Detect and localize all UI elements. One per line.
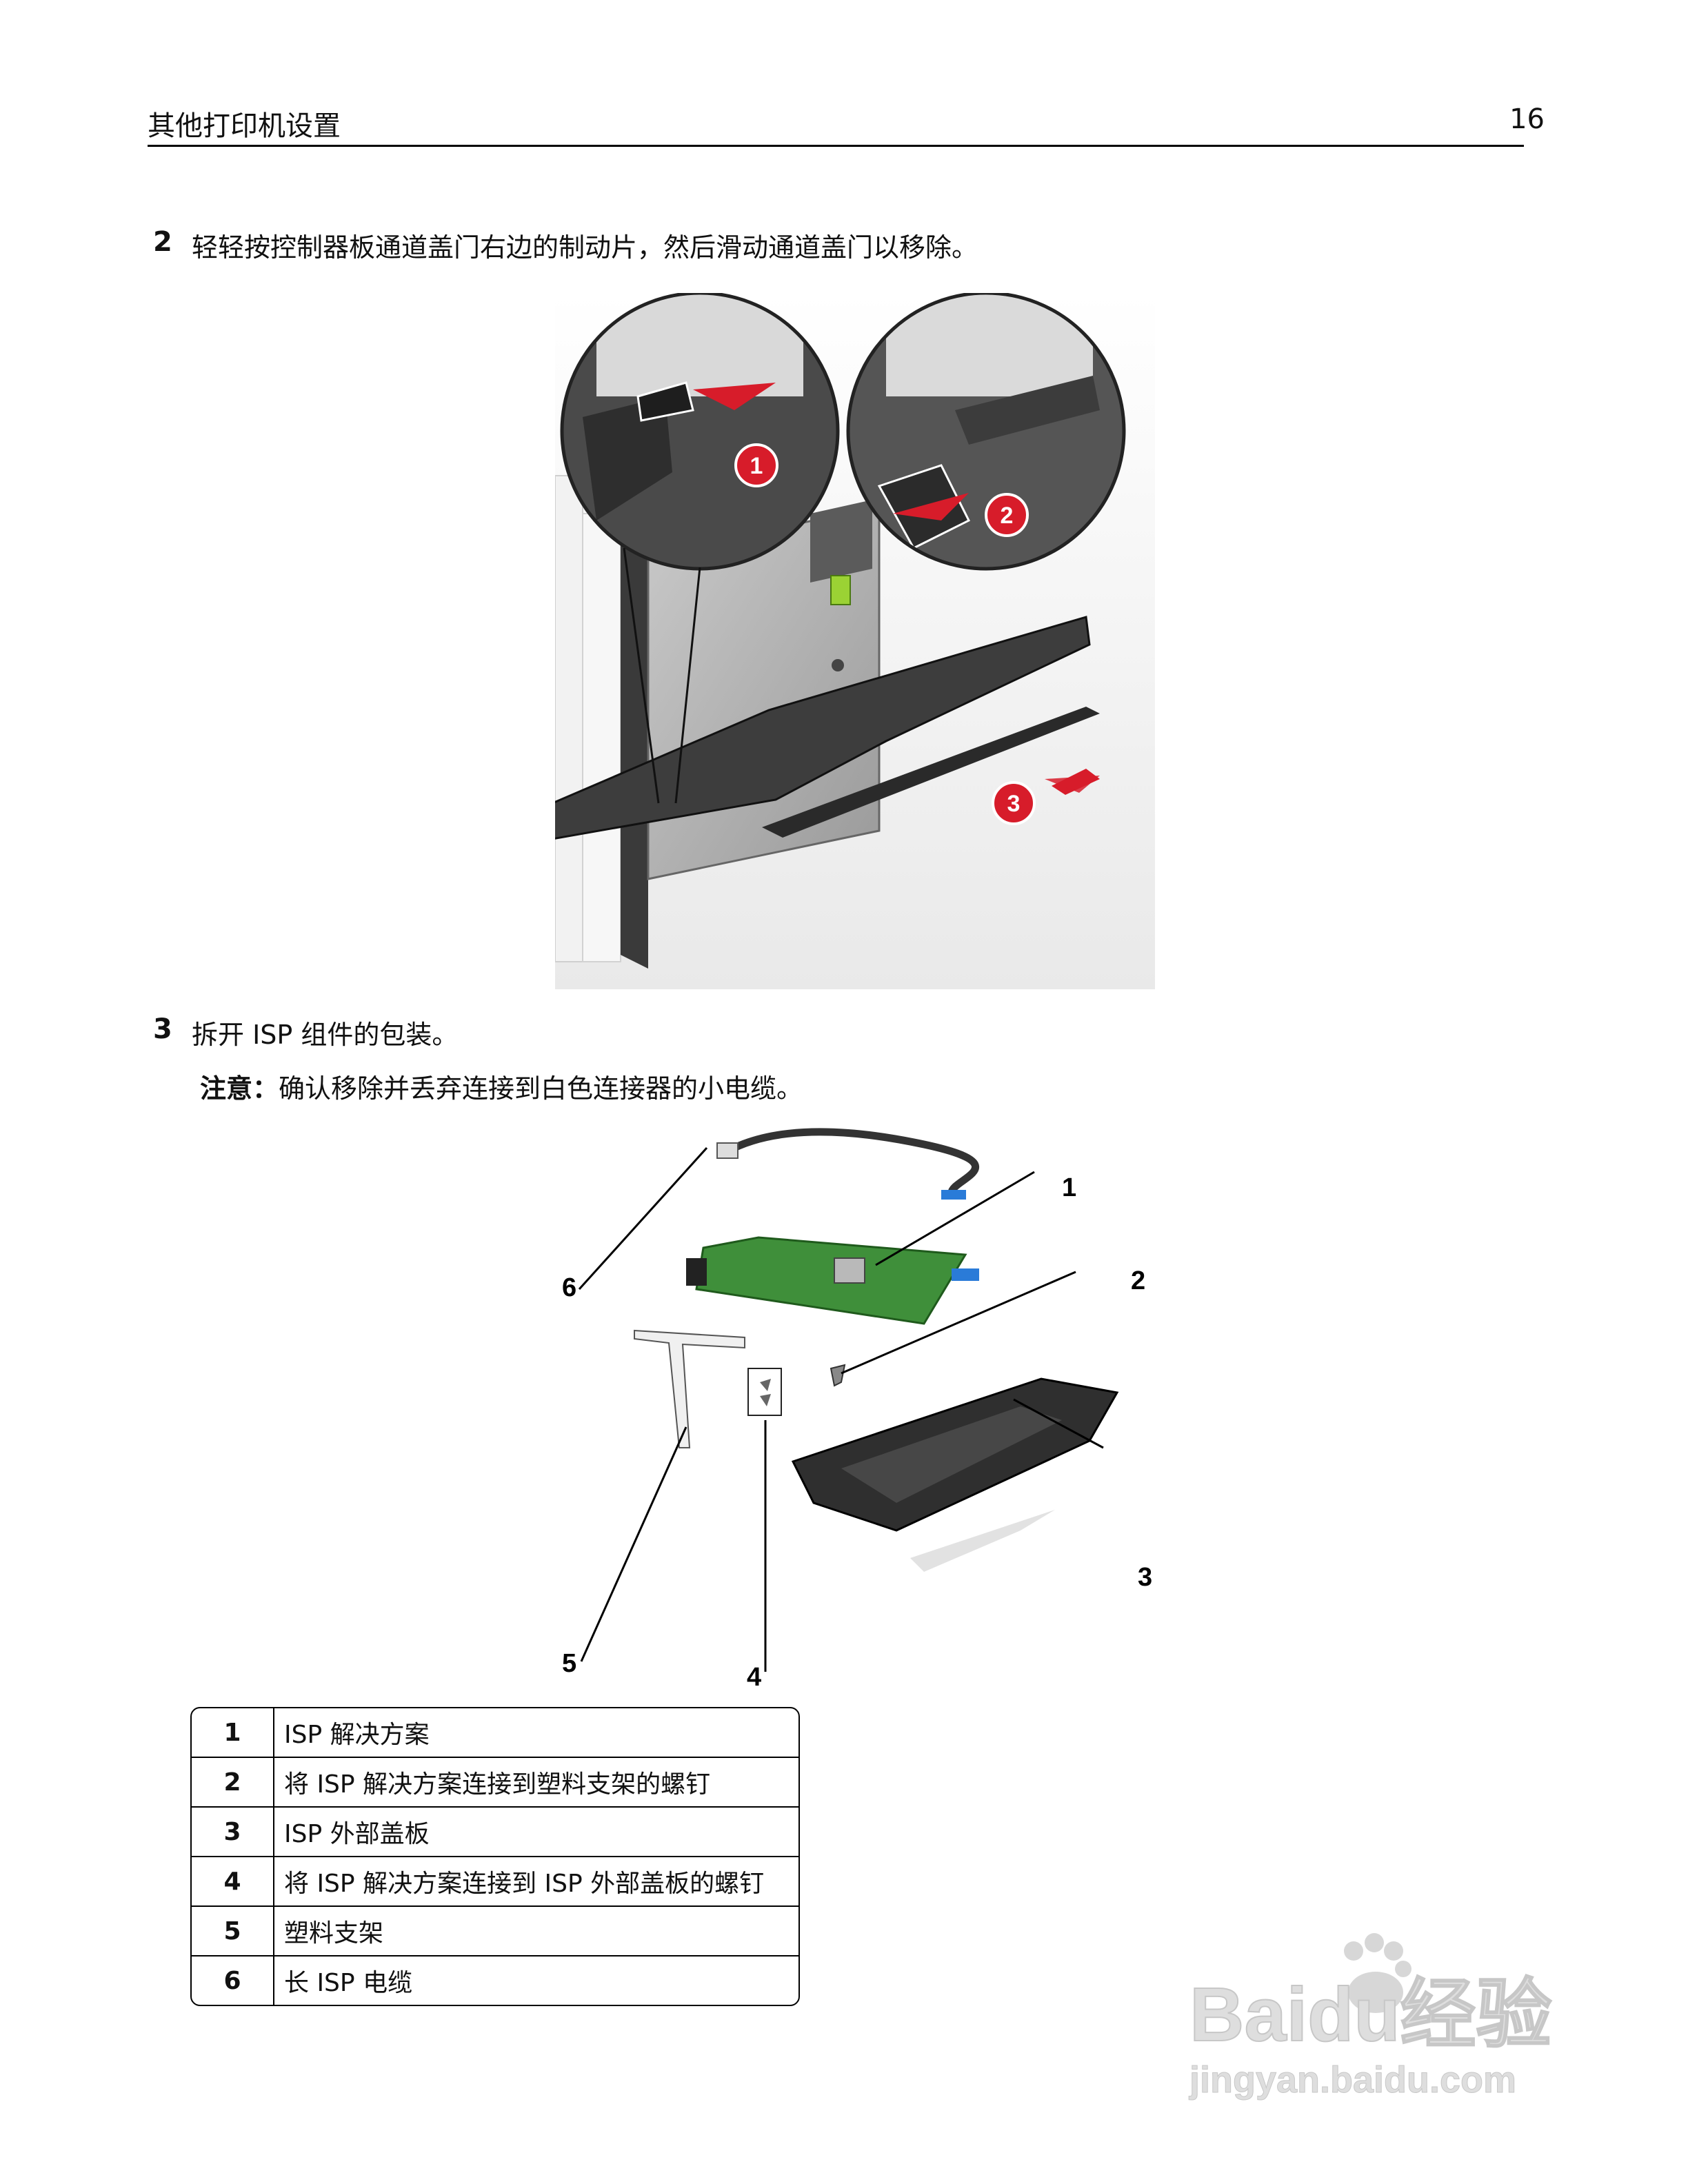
svg-text:2: 2 [1001,503,1014,529]
fig2-callout-6: 6 [562,1273,576,1302]
fig2-callout-4: 4 [747,1663,761,1692]
figure-isp-components: 1 2 3 4 5 6 [562,1128,1152,1692]
callout-1: 1 [734,443,778,487]
svg-text:1: 1 [750,453,763,479]
fig2-callout-2: 2 [1131,1266,1145,1295]
fig2-callout-3: 3 [1138,1563,1152,1592]
section-title: 其他打印机设置 [148,110,341,142]
callout-legend-table: 1 ISP 解决方案 2 将 ISP 解决方案连接到塑料支架的螺钉 3 ISP … [190,1707,800,2006]
legend-description: 将 ISP 解决方案连接到 ISP 外部盖板的螺钉 [284,1870,765,1898]
baidu-watermark: Baidu经验 jingyan.baidu.com [1189,1933,1553,2101]
figure-access-cover-removal: 1 2 3 [555,293,1155,989]
note: 注意： 确认移除并丢弃连接到白色连接器的小电缆。 [200,1067,803,1105]
callout-3: 3 [992,781,1036,825]
step-number: 2 [153,226,172,258]
step-number: 3 [153,1013,172,1045]
legend-description: ISP 解决方案 [284,1721,430,1749]
step-text: 拆开 ISP 组件的包装。 [192,1020,459,1050]
legend-number: 3 [192,1808,274,1856]
svg-text:Baidu经验: Baidu经验 [1189,1972,1552,2057]
note-text: 确认移除并丢弃连接到白色连接器的小电缆。 [279,1073,803,1104]
table-row: 2 将 ISP 解决方案连接到塑料支架的螺钉 [192,1757,798,1806]
callout-2: 2 [985,493,1029,537]
svg-text:jingyan.baidu.com: jingyan.baidu.com [1189,2059,1516,2101]
fig2-callout-1: 1 [1062,1173,1076,1202]
table-row: 6 长 ISP 电缆 [192,1955,798,2005]
svg-text:3: 3 [1007,791,1021,817]
legend-number: 2 [192,1758,274,1806]
table-row: 1 ISP 解决方案 [192,1708,798,1757]
table-row: 4 将 ISP 解决方案连接到 ISP 外部盖板的螺钉 [192,1856,798,1905]
legend-description: 将 ISP 解决方案连接到塑料支架的螺钉 [284,1770,711,1799]
legend-number: 6 [192,1957,274,2005]
legend-description: 塑料支架 [284,1919,384,1948]
table-row: 3 ISP 外部盖板 [192,1806,798,1856]
legend-number: 1 [192,1708,274,1757]
page-number: 16 [1509,103,1545,135]
header-divider [148,145,1524,147]
legend-number: 5 [192,1907,274,1955]
legend-description: 长 ISP 电缆 [284,1969,413,1997]
legend-description: ISP 外部盖板 [284,1820,430,1848]
step-text: 轻轻按控制器板通道盖门右边的制动片，然后滑动通道盖门以移除。 [192,232,978,263]
fig2-callout-5: 5 [562,1649,576,1678]
legend-number: 4 [192,1857,274,1905]
note-label: 注意： [200,1073,279,1104]
table-row: 5 塑料支架 [192,1905,798,1955]
